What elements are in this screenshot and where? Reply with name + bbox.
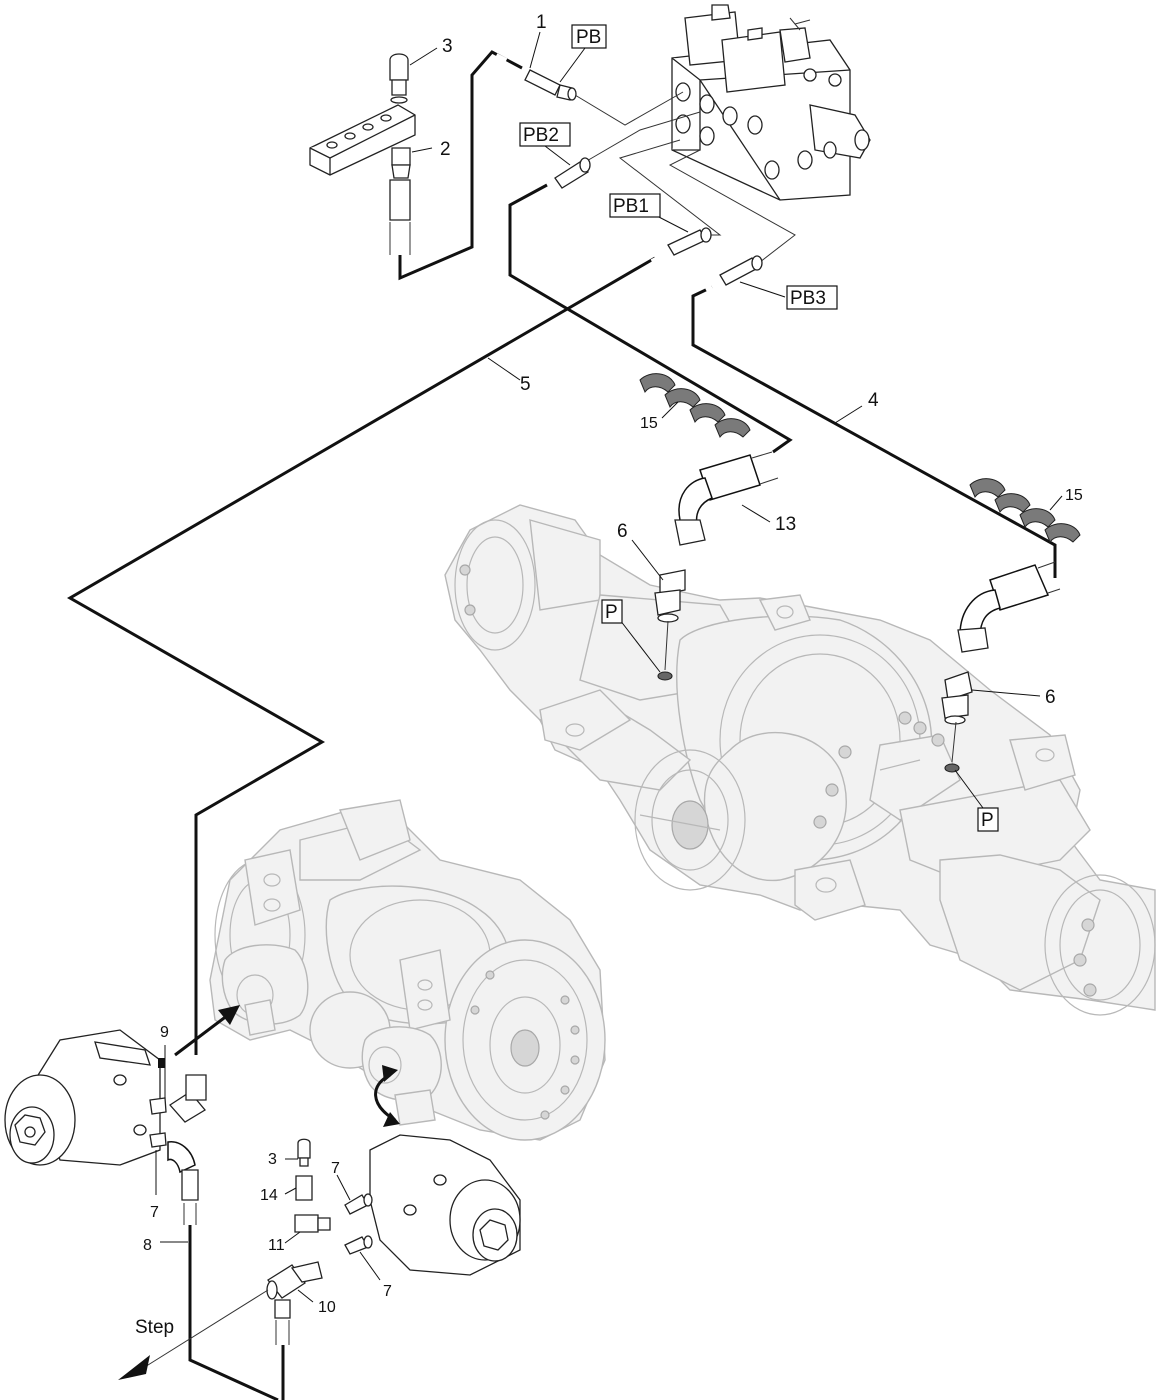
port-label-p-left: P (605, 602, 618, 623)
clamp-set-15-upper (639, 373, 751, 439)
label-7-upper-right: 7 (331, 1160, 340, 1177)
pipe-5 (66, 256, 656, 1055)
port-label-pb2: PB2 (523, 125, 559, 146)
step-arrow (118, 1289, 269, 1380)
label-8: 8 (143, 1237, 152, 1254)
fitting-pb1 (667, 227, 712, 256)
brake-unit-right (369, 1134, 521, 1276)
pipe-pb2 (508, 183, 793, 454)
port-p-fittings (657, 620, 960, 773)
adapter-fitting (391, 147, 411, 179)
port-labels: PB PB2 PB1 PB3 P P (519, 24, 999, 832)
label-5: 5 (520, 374, 531, 395)
brake-valve-block (671, 4, 871, 201)
line-breaks (494, 53, 714, 293)
rear-axle-assembly (444, 504, 1156, 1016)
elbow-fitting-6-left (654, 569, 686, 623)
bleeder-screw (389, 53, 409, 104)
fitting-pb3 (719, 255, 763, 286)
distribution-bar (309, 104, 416, 176)
port-label-p-right: P (981, 810, 994, 831)
fitting-pb (524, 69, 577, 101)
label-4: 4 (868, 390, 879, 411)
clamp-set-15-lower (969, 478, 1081, 544)
elbow-fitting-6-right (941, 671, 973, 725)
pipe-1 (398, 50, 523, 281)
part-number-labels: 1 3 2 5 4 15 15 13 6 6 9 7 8 3 14 11 7 7… (135, 12, 1083, 1338)
label-6-left: 6 (617, 521, 628, 542)
step-label: Step (135, 1317, 174, 1338)
connection-arrow-lower (374, 1065, 400, 1127)
hose-8 (167, 1141, 199, 1225)
label-7-left: 7 (150, 1204, 159, 1221)
leader-lines (155, 31, 1063, 1303)
hose-13 (674, 451, 779, 546)
tee-fitting-10 (266, 1261, 323, 1345)
hose-right (957, 561, 1061, 653)
fitting-7-left (149, 1132, 167, 1148)
label-14: 14 (260, 1187, 278, 1204)
label-6-right: 6 (1045, 687, 1056, 708)
fitting-14 (295, 1175, 313, 1201)
fitting-7-upper-right (344, 1193, 373, 1215)
connection-arrow-upper (158, 1005, 240, 1068)
fitting-9 (149, 1097, 167, 1115)
pipe-4 (691, 285, 1057, 578)
label-2: 2 (440, 139, 451, 160)
label-3: 3 (442, 36, 453, 57)
pipe-8-to-step (188, 1225, 285, 1400)
label-1: 1 (536, 12, 547, 33)
fitting-7-lower-right (344, 1235, 373, 1255)
elbow-upper-left (169, 1074, 207, 1123)
label-13: 13 (775, 514, 796, 535)
port-label-pb1: PB1 (613, 196, 649, 217)
tee-fitting-11 (294, 1214, 331, 1233)
fitting-pb2 (554, 157, 591, 189)
port-label-pb3: PB3 (790, 288, 826, 309)
front-axle-assembly (209, 799, 606, 1141)
label-3-lower: 3 (268, 1151, 277, 1168)
label-11: 11 (268, 1237, 285, 1254)
label-15-lower: 15 (1065, 487, 1083, 504)
label-9: 9 (160, 1024, 169, 1041)
port-connection-lines (569, 91, 796, 263)
bleeder-3-lower (297, 1138, 311, 1167)
hose-end-upper (389, 179, 411, 255)
label-10: 10 (318, 1299, 336, 1316)
label-7-lower-right: 7 (383, 1283, 392, 1300)
port-label-pb: PB (576, 27, 601, 48)
brake-unit-left (4, 1029, 161, 1166)
label-15-upper: 15 (640, 415, 658, 432)
